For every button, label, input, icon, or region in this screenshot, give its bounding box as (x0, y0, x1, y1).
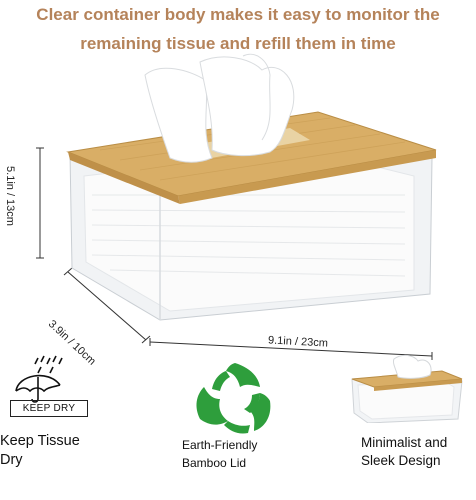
feature-bamboo-lid-line-2: Bamboo Lid (182, 456, 247, 470)
feature-minimalist-design-line-1: Minimalist and (361, 435, 448, 450)
dimension-lines (36, 147, 433, 360)
feature-bamboo-lid-line-1: Earth-Friendly (182, 438, 258, 452)
feature-bamboo-lid: Earth-Friendly Bamboo Lid (160, 355, 310, 500)
feature-keep-dry-line-1: Keep Tissue (0, 433, 80, 449)
height-dimension-label: 5.1in / 13cm (3, 166, 16, 226)
tissue-box-thumbnail (351, 354, 463, 423)
feature-keep-dry-line-2: Dry (0, 452, 23, 468)
feature-bamboo-lid-label: Earth-Friendly Bamboo Lid (182, 436, 257, 472)
headline: Clear container body makes it easy to mo… (0, 0, 476, 58)
umbrella-rain-icon (15, 355, 63, 403)
feature-keep-dry: KEEP DRY Keep Tissue Dry (0, 355, 130, 500)
feature-minimalist-design-label: Minimalist and Sleek Design (361, 434, 447, 470)
tissue-box-product-image (36, 53, 437, 360)
recycle-leaves-icon (196, 363, 271, 434)
feature-minimalist-design-line-2: Sleek Design (361, 453, 441, 468)
headline-line-1: Clear container body makes it easy to mo… (36, 5, 440, 24)
feature-minimalist-design: Minimalist and Sleek Design (330, 354, 476, 500)
keep-dry-badge: KEEP DRY (10, 400, 88, 417)
feature-keep-dry-label: Keep Tissue Dry (0, 432, 80, 470)
headline-line-2: remaining tissue and refill them in time (80, 34, 396, 53)
tissue-poof (144, 53, 295, 163)
